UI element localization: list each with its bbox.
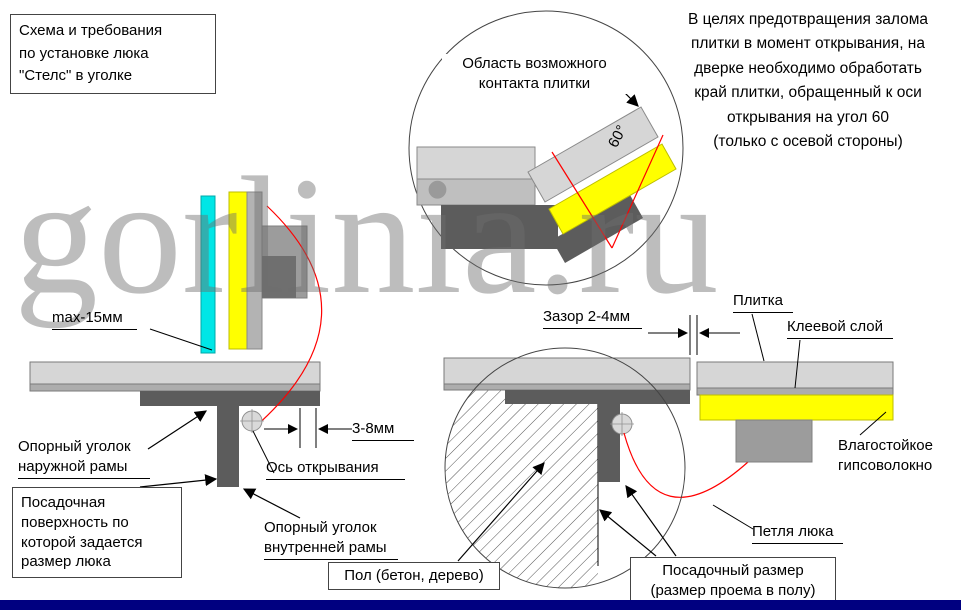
max-tile-thickness-label: max-15мм — [52, 308, 137, 330]
door-frame-profile-inner — [262, 256, 296, 298]
seating-surface-label: Посадочная поверхность по которой задает… — [12, 487, 182, 579]
seating-size-leader-2 — [625, 485, 677, 557]
footer-bar — [0, 600, 961, 610]
instruction-note: В целях предотвращения залома плитки в м… — [687, 11, 929, 151]
right-door-frame-profile — [735, 419, 813, 463]
detail-frame-tilted — [552, 195, 643, 263]
detail-tile-layer — [416, 146, 536, 180]
floor-detail-circle — [444, 347, 686, 589]
left-frame-vertical-bar — [217, 406, 239, 487]
hinge-leader — [712, 504, 754, 530]
adhesive-leader — [794, 339, 801, 389]
outer-bracket-label: Опорный уголок наружной рамы — [18, 437, 150, 479]
floor-leader — [457, 462, 545, 562]
left-outer-bracket-leg — [140, 391, 320, 406]
max-thickness-leader — [149, 328, 213, 351]
seating-surface-leader — [139, 474, 218, 488]
left-floor-adhesive-strip — [29, 383, 321, 392]
moisture-board-leader — [859, 411, 887, 436]
tile-label: Плитка — [733, 291, 794, 313]
outer-bracket-leader — [147, 410, 208, 450]
inner-bracket-leader — [242, 488, 301, 519]
seating-size-leader-1 — [599, 509, 657, 557]
left-door-swing-arc — [254, 205, 323, 428]
door-tile-edge-cyan — [200, 195, 216, 354]
tile-leader — [751, 313, 765, 362]
right-door-gypsum-layer — [699, 394, 894, 421]
left-hinge-axis-marker — [240, 409, 264, 433]
axis-gap-label: 3-8мм — [352, 419, 415, 441]
floor-label: Пол (бетон, дерево) — [328, 562, 500, 590]
detail-gypsum-tilted — [548, 143, 677, 235]
axis-leader — [252, 430, 275, 474]
detail-adhesive-layer — [416, 178, 536, 206]
adhesive-label: Клеевой слой — [787, 317, 894, 339]
right-floor-tile-slab — [443, 357, 691, 385]
right-door-adhesive-layer — [696, 387, 894, 396]
gap-label: Зазор 2-4мм — [543, 307, 643, 329]
detail-frame-block — [441, 205, 558, 249]
left-floor-tile-slab — [29, 361, 321, 385]
moisture-board-label: Влагостойкое гипсоволокно — [838, 436, 961, 476]
right-outer-bracket-leg — [505, 390, 690, 404]
opening-axis-label: Ось открывания — [266, 458, 405, 480]
contact-area-label: Область возможного контакта плитки — [442, 54, 627, 94]
seating-size-label: Посадочный размер (размер проема в полу) — [630, 557, 836, 605]
door-frame-strip — [246, 191, 263, 350]
title-box: Схема и требования по установке люка "Ст… — [10, 14, 216, 94]
door-gypsum-strip — [228, 191, 248, 350]
right-door-swing-arc — [623, 432, 749, 498]
hinge-label: Петля люка — [752, 522, 844, 544]
right-hinge-axis-marker — [610, 412, 634, 436]
angle-line-1 — [551, 151, 613, 249]
inner-bracket-label: Опорный уголок внутренней рамы — [264, 518, 398, 560]
detail-beveled-tile — [527, 106, 659, 203]
angle-line-2 — [611, 134, 664, 249]
